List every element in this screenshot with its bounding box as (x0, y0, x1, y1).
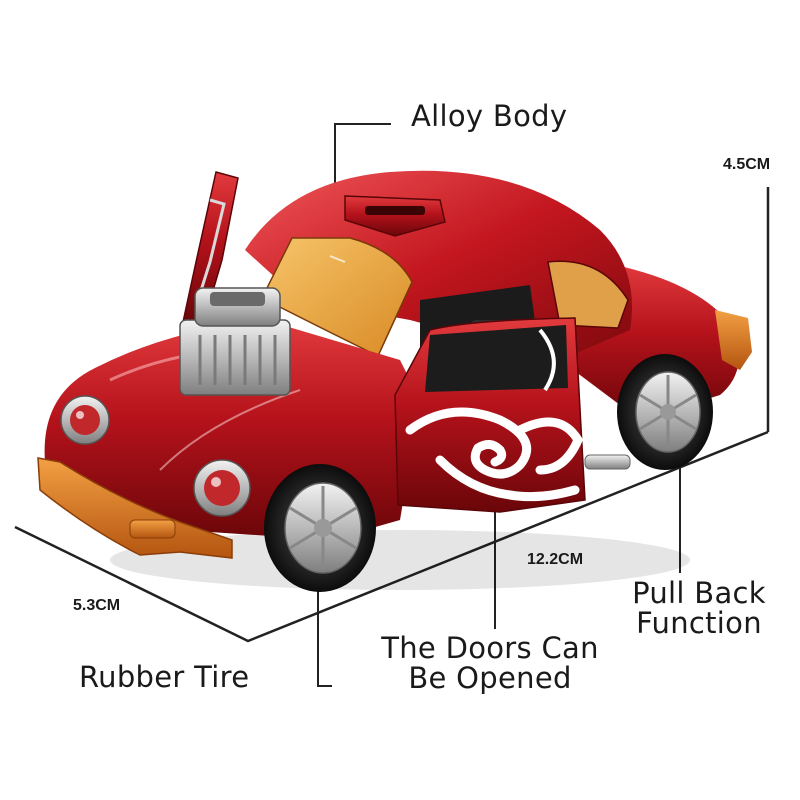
front-bumper (37, 457, 233, 559)
dimension-lines (14, 187, 770, 643)
doors-open-line-2: Be Opened (408, 661, 572, 696)
side-window (547, 260, 629, 329)
pull-back-label: Pull Back Function (626, 578, 772, 639)
alloy-body-label: Alloy Body (411, 99, 568, 133)
rear-wheel (617, 354, 713, 470)
car-roof (245, 170, 632, 360)
rear-bumper (715, 310, 752, 370)
doors-open-line-1: The Doors Can (381, 631, 599, 665)
engine (179, 287, 291, 396)
width-dimension: 5.3CM (73, 597, 121, 614)
headlights (60, 395, 251, 517)
rubber-tire-label: Rubber Tire (79, 660, 250, 694)
length-dimension: 12.2CM (527, 551, 584, 568)
toy-car (37, 170, 752, 592)
height-dimension: 4.5CM (723, 156, 771, 173)
open-door (394, 317, 586, 513)
doors-open-label: The Doors Can Be Opened (376, 633, 604, 694)
pull-back-line-1: Pull Back (632, 576, 766, 610)
pull-back-line-2: Function (636, 606, 762, 641)
door-decal (405, 407, 584, 502)
front-wheel (264, 464, 376, 592)
